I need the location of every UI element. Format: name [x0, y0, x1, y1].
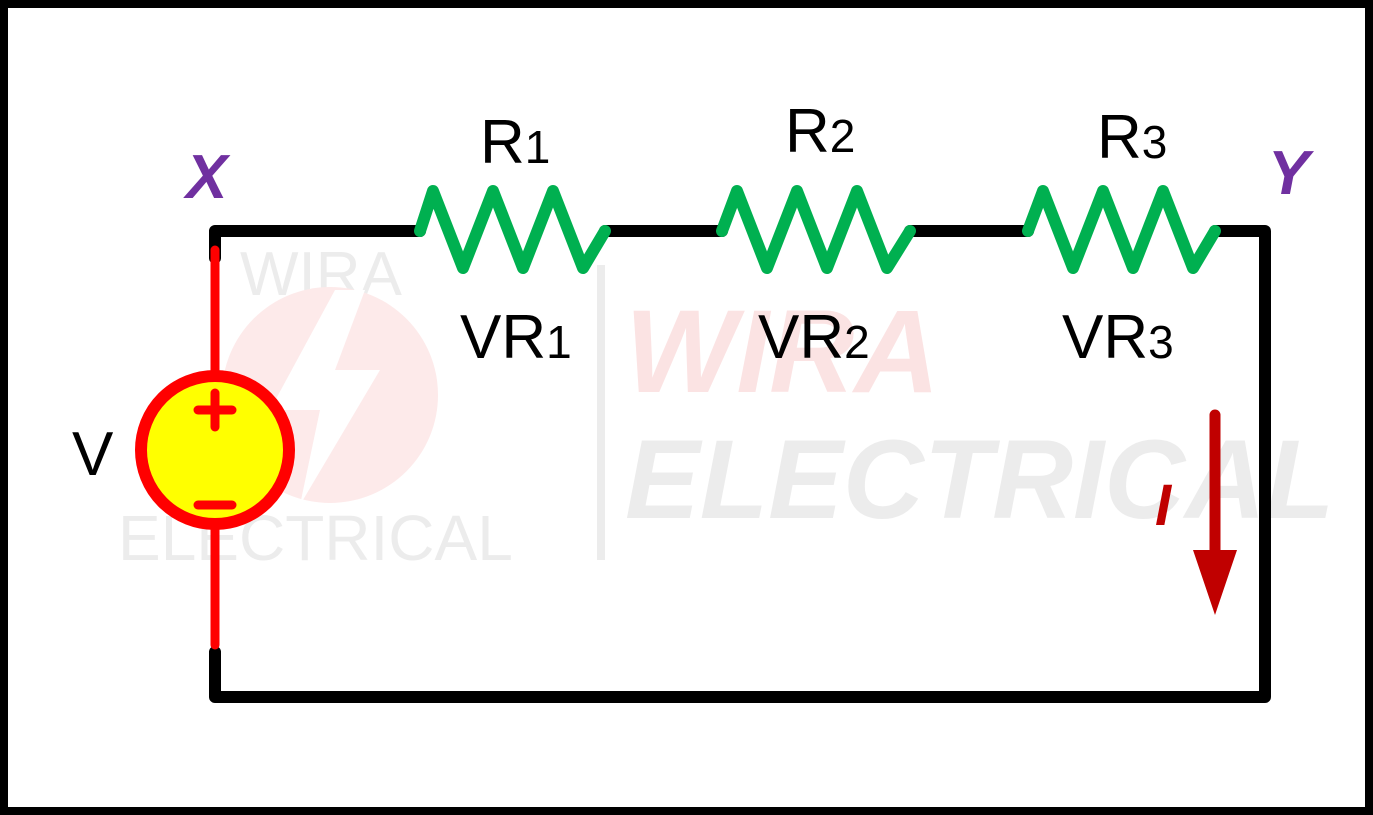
current-arrowhead-icon — [1193, 550, 1237, 615]
node-label-x: X — [183, 143, 231, 212]
resistor-label-r2: R2 — [785, 97, 855, 166]
resistor-r2 — [716, 185, 916, 274]
resistor-r3 — [1022, 185, 1221, 274]
watermark-divider — [597, 265, 605, 560]
watermark-big-top: WIRA — [625, 286, 940, 418]
resistor-label-r3: R3 — [1097, 103, 1167, 172]
resistor-r1 — [414, 185, 611, 274]
node-label-y: Y — [1268, 139, 1315, 208]
watermark-big-bottom: ELECTRICAL — [625, 417, 1334, 542]
wire-right-bottom — [209, 225, 1271, 703]
voltage-source — [135, 245, 295, 650]
current-arrow — [1193, 409, 1237, 615]
voltage-drop-label-vr2: VR2 — [758, 303, 870, 372]
voltage-drop-label-vr1: VR1 — [460, 303, 572, 372]
source-label: V — [72, 420, 114, 489]
watermark-bolt-icon — [270, 290, 380, 505]
voltage-drop-label-vr3: VR3 — [1062, 303, 1174, 372]
source-circle — [135, 370, 295, 530]
resistors — [414, 185, 1221, 274]
resistor-label-r1: R1 — [480, 108, 550, 177]
current-label: I — [1155, 473, 1173, 538]
